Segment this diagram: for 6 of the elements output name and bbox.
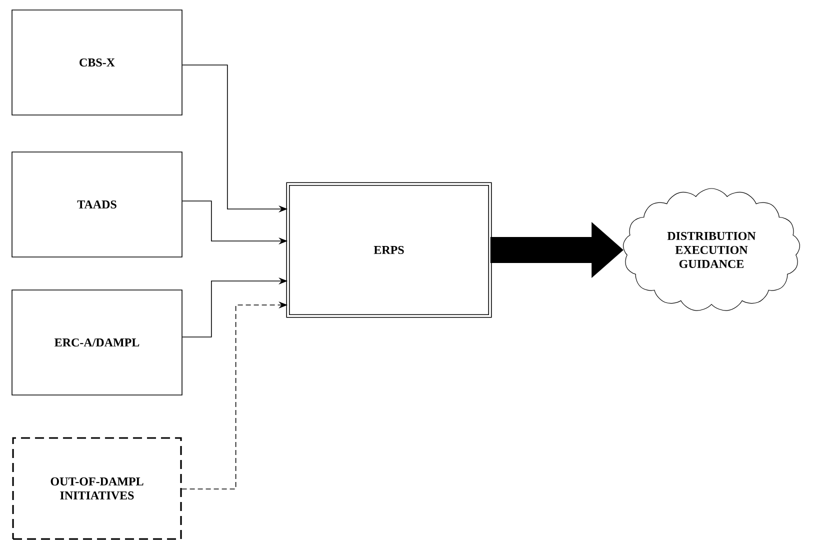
source-box: OUT-OF-DAMPL INITIATIVES xyxy=(12,437,182,540)
system-box: ERPS xyxy=(286,182,492,318)
source-box: TAADS xyxy=(12,152,182,258)
source-box: CBS-X xyxy=(12,10,182,116)
output-cloud: DISTRIBUTION EXECUTION GUIDANCE xyxy=(623,188,800,311)
source-box: ERC-A/DAMPL xyxy=(12,290,182,396)
